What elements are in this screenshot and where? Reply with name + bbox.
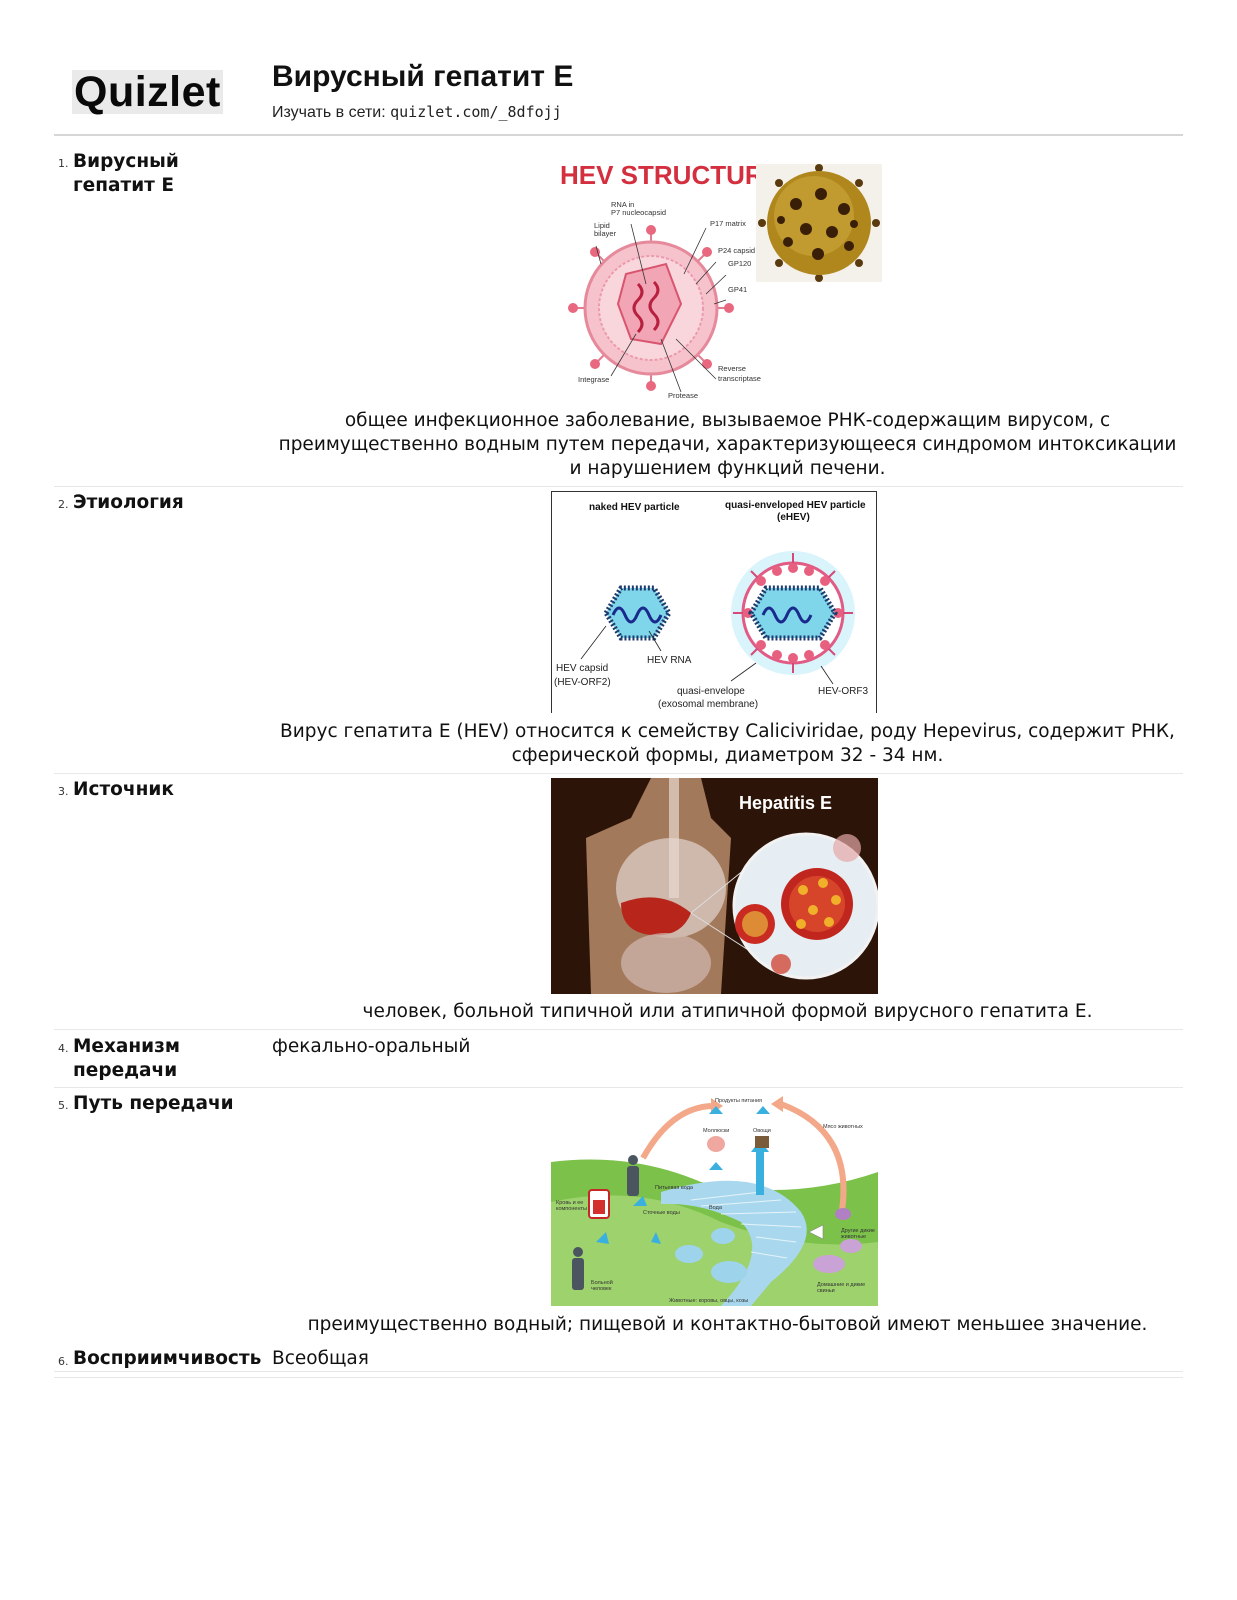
card-number: 6.	[58, 1355, 69, 1368]
svg-text:(exosomal membrane): (exosomal membrane)	[658, 699, 758, 710]
hepatitis-e-title: Hepatitis E	[739, 793, 832, 813]
person-icon	[572, 1155, 639, 1290]
svg-text:P7 nucleocapsid: P7 nucleocapsid	[611, 208, 666, 217]
page-header: Quizlet Вирусный гепатит Е Изучать в сет…	[54, 56, 1183, 136]
svg-text:bilayer: bilayer	[594, 229, 617, 238]
card-term: Механизм передачи	[73, 1036, 180, 1081]
svg-text:Вода: Вода	[709, 1205, 723, 1211]
svg-text:Protease: Protease	[668, 391, 698, 400]
svg-text:Другие дикие: Другие дикие	[841, 1228, 875, 1234]
card-row: 1. Вирусный гепатит Е HEV STRUCTURE	[54, 140, 1183, 487]
card-term: Источник	[73, 779, 174, 800]
svg-text:(HEV-ORF2): (HEV-ORF2)	[554, 677, 611, 688]
svg-text:RNA in: RNA in	[611, 200, 634, 209]
svg-text:P24 capsid: P24 capsid	[718, 246, 755, 255]
svg-text:GP120: GP120	[728, 259, 751, 268]
card-row: 6. Восприимчивость Всеобщая	[54, 1344, 1183, 1378]
svg-text:Овощи: Овощи	[753, 1128, 771, 1134]
virus-magnifier-icon	[732, 832, 878, 980]
card-definition: человек, больной типичной или атипичной …	[362, 1001, 1093, 1022]
card-definition: общее инфекционное заболевание, вызываем…	[278, 410, 1177, 479]
card-number: 5.	[58, 1099, 69, 1112]
card-number: 1.	[58, 157, 69, 170]
svg-text:HEV-ORF3: HEV-ORF3	[818, 686, 868, 697]
transmission-diagram-image: Продукты питания Мясо животных Моллюски …	[551, 1092, 878, 1306]
card-row: 5. Путь передачи	[54, 1088, 1183, 1372]
svg-text:transcriptase: transcriptase	[718, 374, 761, 383]
study-online-line: Изучать в сети: quizlet.com/_8dfojj	[272, 103, 562, 122]
svg-text:quasi-envelope: quasi-envelope	[677, 686, 745, 697]
svg-text:HEV RNA: HEV RNA	[647, 655, 692, 666]
svg-text:Питьевая вода: Питьевая вода	[655, 1185, 694, 1191]
card-number: 4.	[58, 1042, 69, 1055]
hev-particle-image: naked HEV particle quasi-enveloped HEV p…	[551, 491, 878, 713]
svg-text:свиньи: свиньи	[817, 1288, 835, 1294]
svg-text:GP41: GP41	[728, 285, 747, 294]
svg-text:Сточные воды: Сточные воды	[643, 1210, 680, 1216]
study-online-prefix: Изучать в сети:	[272, 104, 386, 121]
card-definition: фекально-оральный	[272, 1036, 471, 1057]
hev-structure-title: HEV STRUCTURE	[560, 160, 781, 190]
svg-text:Reverse: Reverse	[718, 364, 746, 373]
svg-text:Животные: коровы, овцы, козы: Животные: коровы, овцы, козы	[669, 1298, 748, 1304]
virus-diagram-icon: RNA in P7 nucleocapsid Lipid bilayer P17…	[568, 200, 761, 400]
svg-text:Кровь и ее: Кровь и ее	[556, 1200, 583, 1206]
pig-icon	[813, 1208, 862, 1273]
human-body-icon	[586, 778, 731, 994]
svg-text:(eHEV): (eHEV)	[777, 512, 810, 523]
livestock-icon	[675, 1228, 747, 1283]
svg-text:Моллюски: Моллюски	[703, 1128, 729, 1134]
svg-text:Lipid: Lipid	[594, 221, 610, 230]
card-row: 3. Источник Hepatitis E	[54, 774, 1183, 1030]
study-url-link[interactable]: quizlet.com/_8dfojj	[390, 103, 562, 121]
svg-text:Мясо животных: Мясо животных	[823, 1124, 863, 1130]
blood-bag-icon	[588, 1189, 610, 1219]
card-term: Вирусный гепатит Е	[73, 151, 179, 196]
svg-text:Продукты питания: Продукты питания	[715, 1098, 762, 1104]
svg-text:Домашние и дикие: Домашние и дикие	[817, 1282, 865, 1288]
svg-text:Integrase: Integrase	[578, 375, 609, 384]
enveloped-particle-icon	[731, 551, 855, 675]
card-term: Этиология	[73, 492, 184, 513]
card-number: 2.	[58, 498, 69, 511]
shellfish-icon	[707, 1136, 725, 1152]
card-definition: Вирус гепатита Е (HEV) относится к семей…	[280, 721, 1175, 766]
svg-text:человек: человек	[591, 1286, 612, 1292]
quizlet-logo[interactable]: Quizlet	[72, 68, 223, 116]
set-title: Вирусный гепатит Е	[272, 60, 574, 93]
svg-text:Больной: Больной	[591, 1279, 613, 1286]
vegetables-icon	[755, 1136, 769, 1148]
svg-text:компоненты: компоненты	[556, 1206, 587, 1212]
hev-structure-image: HEV STRUCTURE	[556, 154, 886, 402]
svg-text:HEV capsid: HEV capsid	[556, 663, 608, 674]
card-number: 3.	[58, 785, 69, 798]
card-term: Путь передачи	[73, 1093, 234, 1114]
svg-text:P17 matrix: P17 matrix	[710, 219, 746, 228]
svg-text:животные: животные	[841, 1234, 866, 1240]
svg-text:quasi-enveloped HEV particle: quasi-enveloped HEV particle	[725, 500, 866, 511]
card-definition: преимущественно водный; пищевой и контак…	[307, 1314, 1148, 1335]
card-term: Восприимчивость	[73, 1348, 262, 1369]
svg-text:naked HEV particle: naked HEV particle	[589, 502, 680, 513]
card-row: 4. Механизм передачи фекально-оральный	[54, 1030, 1183, 1088]
hepatitis-e-image: Hepatitis E	[551, 778, 878, 994]
virus-photo-icon	[756, 164, 882, 282]
naked-particle-icon	[603, 585, 672, 641]
card-row: 2. Этиология naked HEV particle quasi-en…	[54, 487, 1183, 774]
card-definition: Всеобщая	[272, 1348, 369, 1369]
